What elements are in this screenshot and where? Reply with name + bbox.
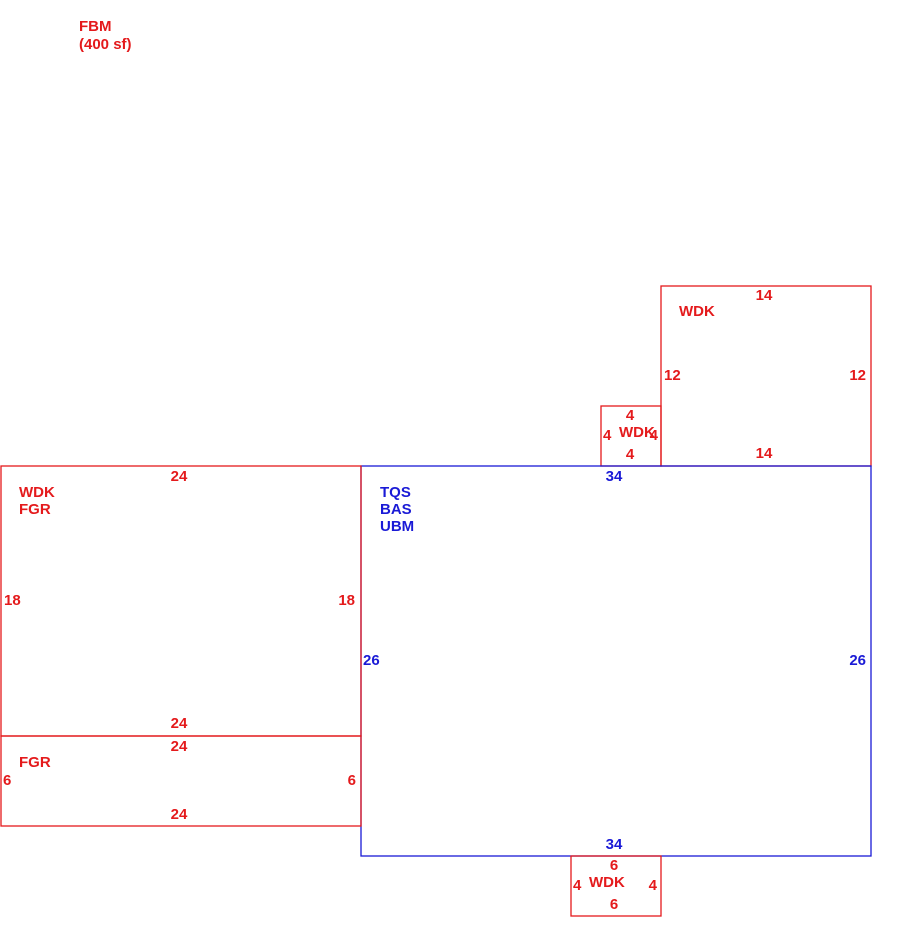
deck-bottom-dim-right: 4 [649,877,658,894]
deck-small-top-dim-bottom: 4 [626,446,635,463]
left-upper-label-2: FGR [19,501,51,518]
deck-small-top-dim-top: 4 [626,407,635,424]
main-area-dim-top: 34 [606,468,623,485]
deck-top-right-dim-left: 12 [664,367,681,384]
main-area-dim-left: 26 [363,652,380,669]
deck-top-right-dim-right: 12 [849,367,866,384]
deck-bottom-label: WDK [589,874,625,891]
deck-bottom-outline [570,855,662,917]
main-area-label-3: UBM [380,518,414,535]
deck-bottom-dim-bottom: 6 [610,896,618,913]
left-upper-dim-right: 18 [338,592,355,609]
left-lower-outline [0,735,362,827]
left-lower-label: FGR [19,754,51,771]
deck-top-right-dim-bottom: 14 [756,445,773,462]
legend-area: (400 sf) [79,36,132,53]
left-lower-dim-left: 6 [3,772,11,789]
left-upper-dim-top: 24 [171,468,188,485]
deck-top-right-dim-top: 14 [756,287,773,304]
left-upper-dim-bottom: 24 [171,715,188,732]
left-lower-dim-bottom: 24 [171,806,188,823]
deck-bottom-dim-top: 6 [610,857,618,874]
left-upper-label-1: WDK [19,484,55,501]
main-area-dim-right: 26 [849,652,866,669]
main-area-label-2: BAS [380,501,412,518]
left-lower-dim-right: 6 [348,772,356,789]
deck-small-top-dim-right: 4 [650,427,659,444]
deck-small-top-label: WDK [619,424,655,441]
deck-top-right-label: WDK [679,303,715,320]
deck-small-top-dim-left: 4 [603,427,612,444]
deck-bottom-dim-left: 4 [573,877,582,894]
main-area-dim-bottom: 34 [606,836,623,853]
left-lower-dim-top: 24 [171,738,188,755]
legend-code: FBM [79,18,112,35]
left-upper-outline [0,465,362,737]
main-area-outline [360,465,872,857]
main-area-label-1: TQS [380,484,411,501]
left-upper-dim-left: 18 [4,592,21,609]
